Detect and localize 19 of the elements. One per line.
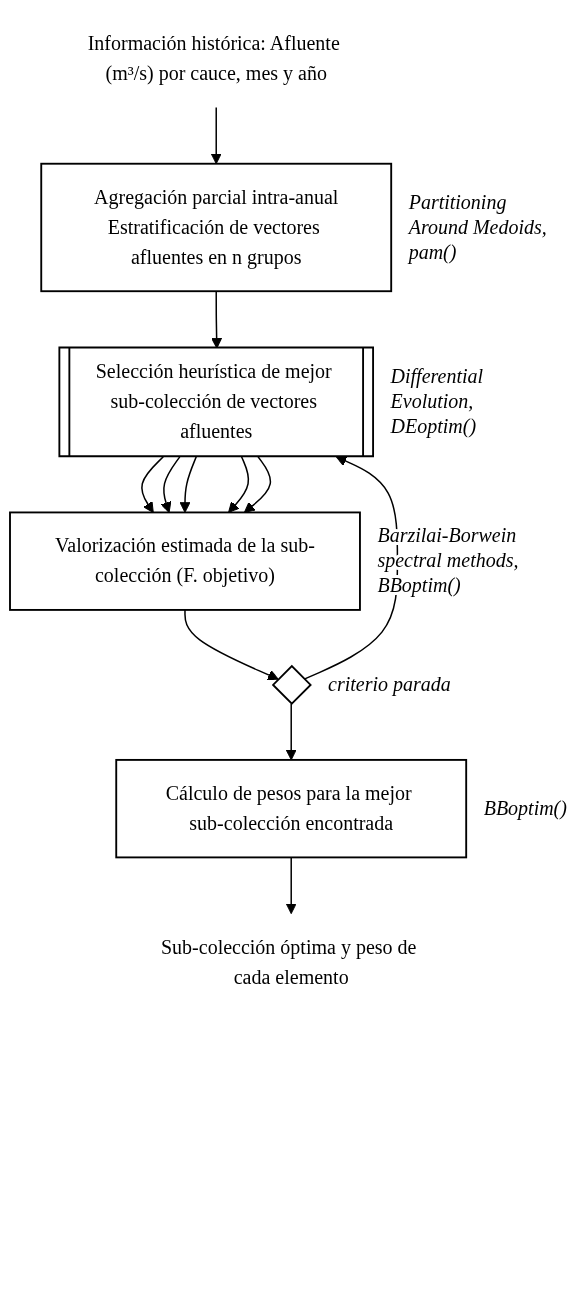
arrow <box>285 856 297 915</box>
arrow <box>179 456 197 513</box>
node-text: Información histórica: Afluente (m³/s) por cauce, mes y año <box>87 32 340 84</box>
arrow <box>243 456 272 513</box>
node-text: Sub-colección óptima y peso de cada elemento <box>160 936 417 988</box>
arrow <box>141 456 165 513</box>
node-box: Valorización estimada de la sub-colección (F. objetivo) <box>9 511 361 611</box>
node-box: Agregación parcial intra-anual Estratificación de vectores afluentes en n grupos <box>40 162 393 293</box>
annotation-text: BBoptim() <box>483 796 567 819</box>
arrow <box>160 456 181 513</box>
annotation-text: Differential Evolution, DEoptim() <box>390 365 484 438</box>
annotation-text: criterio parada <box>328 673 451 696</box>
arrow <box>210 106 222 165</box>
arrow <box>285 702 297 761</box>
annotation-text: Partitioning Around Medoids, pam() <box>408 190 547 263</box>
node-diamond <box>271 664 312 705</box>
arrow <box>228 456 250 513</box>
node-box: Cálculo de pesos para la mejor sub-colección encontrada <box>115 758 468 859</box>
arrow <box>184 609 279 681</box>
